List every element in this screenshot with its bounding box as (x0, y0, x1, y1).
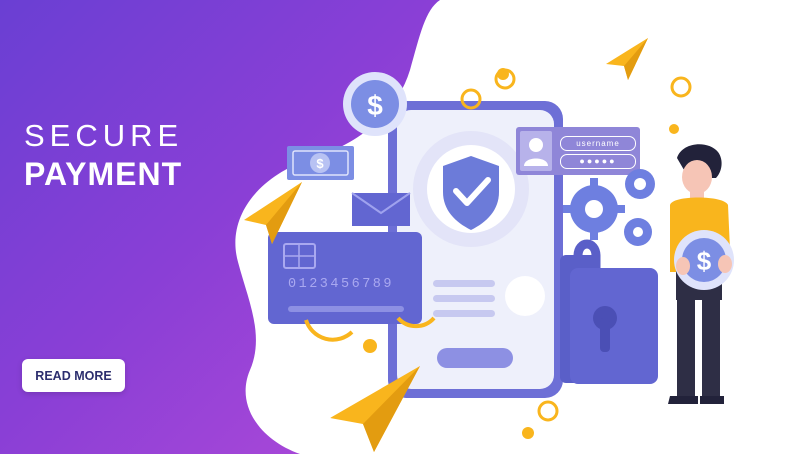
user-avatar-icon (529, 138, 543, 152)
paper-plane-icon (244, 38, 648, 452)
read-more-button[interactable]: READ MORE (22, 359, 125, 392)
phone-graphic (388, 101, 563, 398)
hero-headline: SECURE PAYMENT (24, 118, 183, 194)
password-field-dots: ●●●●● (560, 154, 636, 169)
dollar-coin-icon: $ (343, 72, 407, 136)
credit-card-icon (268, 232, 422, 324)
person-figure: $ (668, 144, 734, 404)
decorative-circles (268, 19, 692, 440)
person-coin-dollar-sign: $ (697, 246, 712, 276)
coin-dollar-sign: $ (367, 90, 383, 121)
login-panel (516, 127, 640, 175)
card-number-text: 0123456789 (288, 277, 395, 292)
username-field-text: username (560, 136, 636, 151)
gear-icon (563, 169, 655, 246)
banknote-dollar-sign: $ (316, 156, 324, 171)
headline-line-secure: SECURE (24, 118, 184, 153)
shield-check-icon (443, 156, 499, 230)
envelope-icon (351, 192, 411, 226)
banknote-icon: $ (287, 146, 354, 180)
headline-line-payment: PAYMENT (24, 156, 183, 192)
padlock-icon (560, 239, 658, 384)
